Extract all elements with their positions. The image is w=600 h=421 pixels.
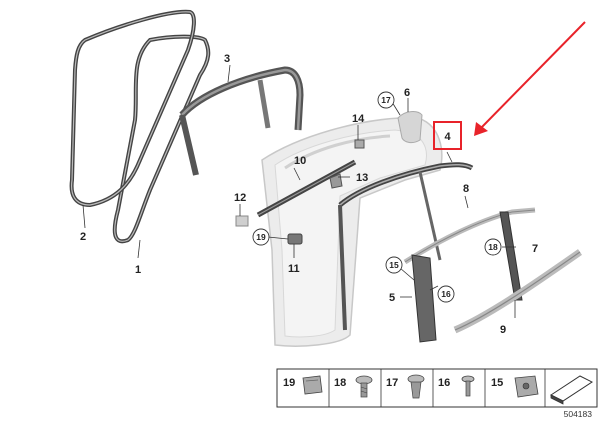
callout-9[interactable]: 9	[500, 324, 506, 336]
part-7-pillar-trim[interactable]	[499, 211, 523, 301]
callout-3[interactable]: 3	[224, 53, 230, 65]
callout-14[interactable]: 14	[352, 113, 365, 125]
svg-text:19: 19	[256, 232, 266, 242]
svg-text:15: 15	[389, 260, 399, 270]
callout-19[interactable]: 19	[252, 228, 270, 246]
svg-text:17: 17	[381, 95, 391, 105]
wedge-icon	[549, 375, 594, 405]
part-14-screw[interactable]	[354, 139, 365, 149]
callout-13[interactable]: 13	[356, 172, 368, 184]
svg-text:16: 16	[438, 377, 450, 389]
callout-8[interactable]: 8	[463, 183, 469, 195]
callout-15[interactable]: 15	[385, 256, 403, 274]
legend-item-15[interactable]: 15	[491, 375, 539, 398]
part-9-sill-moulding[interactable]	[453, 249, 583, 334]
legend-item-18[interactable]: 18	[334, 375, 373, 398]
part-3-window-channel[interactable]	[179, 66, 304, 176]
part-2-frame-seal[interactable]	[69, 9, 196, 208]
part-13-clip[interactable]	[329, 173, 343, 189]
svg-text:18: 18	[488, 242, 498, 252]
part-11-handle-cap[interactable]	[287, 233, 303, 245]
nut-clip-icon	[514, 375, 539, 398]
callout-5[interactable]: 5	[389, 292, 395, 304]
callout-18[interactable]: 18	[484, 238, 502, 256]
callout-2[interactable]: 2	[80, 231, 86, 243]
legend-item-17[interactable]: 17	[386, 374, 425, 399]
callout-6[interactable]: 6	[404, 87, 410, 99]
highlight-label: 4	[444, 131, 451, 143]
callout-10[interactable]: 10	[294, 155, 306, 167]
callout-12[interactable]: 12	[234, 192, 246, 204]
legend-item-16[interactable]: 16	[438, 375, 475, 397]
rear-door-shell[interactable]	[261, 117, 443, 347]
callout-16[interactable]: 16	[437, 285, 455, 303]
screw-icon	[355, 375, 373, 398]
part-1-door-seal[interactable]	[112, 34, 211, 244]
clip-icon	[302, 375, 323, 395]
svg-text:16: 16	[441, 289, 451, 299]
svg-text:19: 19	[283, 377, 295, 389]
diagram-number: 504183	[564, 409, 593, 419]
svg-text:17: 17	[386, 377, 398, 389]
highlight-part-4[interactable]: 4	[433, 121, 462, 150]
callout-7[interactable]: 7	[532, 243, 538, 255]
svg-text:15: 15	[491, 377, 503, 389]
part-8-belt-moulding[interactable]	[403, 207, 536, 265]
red-arrow-icon	[474, 21, 586, 136]
callout-17[interactable]: 17	[377, 91, 395, 109]
legend-item-19[interactable]: 19	[283, 375, 323, 395]
expanding-rivet-icon	[407, 374, 425, 399]
part-4-frame-trim[interactable]	[338, 162, 474, 331]
part-6-trim-cover[interactable]	[397, 111, 423, 144]
svg-text:18: 18	[334, 377, 346, 389]
part-10-belt-strip[interactable]	[256, 159, 357, 218]
callout-labels: 1 2 3 4 5 6 7 8 9 10 11 12 13 14 17 19 1…	[80, 53, 538, 336]
legend-item-wedge[interactable]	[549, 375, 594, 405]
callout-11[interactable]: 11	[288, 263, 300, 275]
fastener-legend: 19 18 17 16	[276, 368, 598, 408]
part-5-pillar-cover[interactable]	[411, 254, 437, 343]
callout-1[interactable]: 1	[135, 264, 141, 276]
pin-icon	[461, 375, 475, 397]
part-12-bracket[interactable]	[235, 215, 249, 227]
